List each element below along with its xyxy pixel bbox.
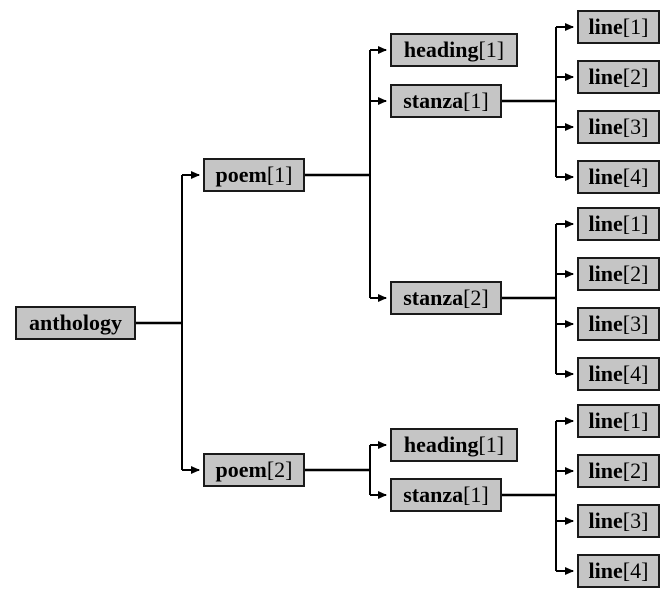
- node-label: line: [588, 14, 623, 39]
- node-index: [1]: [463, 88, 489, 113]
- node-label: stanza: [403, 285, 464, 310]
- node-label: line: [588, 408, 623, 433]
- node-label: line: [588, 558, 623, 583]
- tree-node-p2-s1-line-1: line[1]: [577, 404, 660, 438]
- tree-node-p1-s1-line-1: line[1]: [577, 10, 660, 44]
- tree-node-p2-s1-line-2: line[2]: [577, 454, 660, 488]
- node-label: heading: [403, 37, 479, 62]
- node-label: line: [588, 508, 623, 533]
- tree-node-p2-s1-line-3: line[3]: [577, 504, 660, 538]
- node-label: stanza: [403, 482, 464, 507]
- node-index: [1]: [622, 408, 649, 433]
- tree-node-poem-2-stanza-1: stanza[1]: [390, 478, 502, 512]
- tree-node-p1-s2-line-1: line[1]: [577, 207, 660, 241]
- tree-node-p1-s1-line-2: line[2]: [577, 60, 660, 94]
- node-label: stanza: [403, 88, 464, 113]
- node-label: line: [588, 164, 623, 189]
- tree-node-anthology: anthology: [15, 306, 136, 340]
- node-index: [3]: [622, 508, 649, 533]
- tree-node-poem-1-stanza-1: stanza[1]: [390, 84, 502, 118]
- tree-node-p1-s1-line-3: line[3]: [577, 110, 660, 144]
- tree-node-p1-s2-line-4: line[4]: [577, 357, 660, 391]
- node-index: [3]: [622, 114, 649, 139]
- node-index: [1]: [463, 482, 489, 507]
- node-index: [2]: [266, 457, 293, 482]
- node-index: [1]: [478, 432, 505, 457]
- node-label: heading: [403, 432, 479, 457]
- node-index: [2]: [622, 261, 649, 286]
- node-index: [1]: [622, 14, 649, 39]
- tree-node-poem-1-heading-1: heading[1]: [390, 33, 518, 67]
- node-label: line: [588, 211, 623, 236]
- node-index: [1]: [478, 37, 505, 62]
- node-label: line: [588, 458, 623, 483]
- node-label: poem: [215, 162, 267, 187]
- node-label: line: [588, 261, 623, 286]
- tree-node-poem-1-stanza-2: stanza[2]: [390, 281, 502, 315]
- node-index: [4]: [622, 164, 649, 189]
- node-index: [4]: [622, 558, 649, 583]
- node-label: anthology: [29, 310, 122, 335]
- node-label: line: [588, 311, 623, 336]
- tree-node-poem-1: poem[1]: [203, 158, 305, 192]
- node-label: poem: [215, 457, 267, 482]
- node-label: line: [588, 361, 623, 386]
- node-index: [2]: [622, 458, 649, 483]
- tree-node-p2-s1-line-4: line[4]: [577, 554, 660, 588]
- node-label: line: [588, 64, 623, 89]
- node-index: [1]: [622, 211, 649, 236]
- tree-node-p1-s1-line-4: line[4]: [577, 160, 660, 194]
- node-index: [3]: [622, 311, 649, 336]
- node-index: [4]: [622, 361, 649, 386]
- tree-node-p1-s2-line-3: line[3]: [577, 307, 660, 341]
- node-index: [1]: [266, 162, 293, 187]
- tree-node-p1-s2-line-2: line[2]: [577, 257, 660, 291]
- node-label: line: [588, 114, 623, 139]
- node-index: [2]: [463, 285, 489, 310]
- tree-node-poem-2-heading-1: heading[1]: [390, 428, 518, 462]
- node-index: [2]: [622, 64, 649, 89]
- tree-node-poem-2: poem[2]: [203, 453, 305, 487]
